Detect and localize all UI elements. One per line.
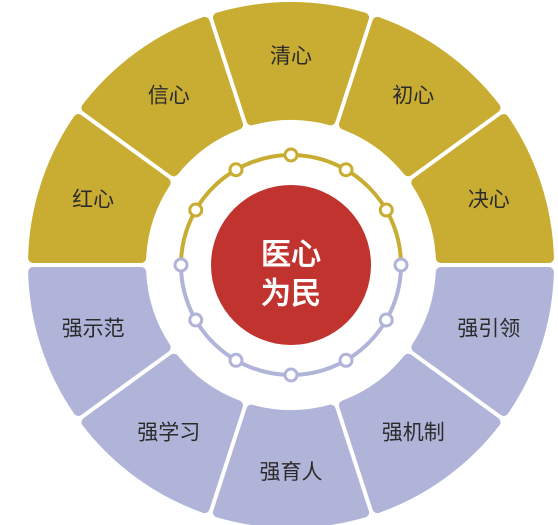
segment-label-4: 强引领 [457,316,520,340]
inner-ring [173,147,409,383]
segment-label-8: 强示范 [62,316,125,340]
ring-node-5 [378,312,394,328]
ring-node-4 [393,257,409,273]
segment-8 [28,267,171,416]
ring-node-7 [283,367,299,383]
ring-node-8 [228,352,244,368]
segment-7 [81,353,244,514]
segment-4 [411,267,554,416]
center-circle [211,185,371,345]
segment-10 [81,16,244,177]
ring-node-3 [378,202,394,218]
segment-label-3: 决心 [468,188,510,212]
segment-1 [212,1,370,126]
ring-node-1 [283,147,299,163]
segment-label-1: 清心 [270,44,312,68]
ring-node-6 [338,352,354,368]
ring-node-9 [188,312,204,328]
ring-node-10 [173,257,189,273]
segment-label-5: 强机制 [382,420,445,444]
ring-node-11 [188,202,204,218]
ring-node-2 [338,162,354,178]
segment-3 [411,114,554,263]
segment-label-9: 红心 [72,188,114,212]
segment-9 [28,114,171,263]
segment-5 [338,353,501,514]
segment-label-2: 初心 [392,84,434,108]
segment-2 [338,16,501,177]
segment-label-10: 信心 [148,84,190,108]
center-text-line2: 为民 [261,277,321,312]
segment-label-7: 强学习 [137,420,200,444]
ring-node-12 [228,162,244,178]
segment-6 [212,404,370,525]
center-text-line1: 医心 [261,238,321,273]
segment-label-6: 强育人 [260,460,323,484]
